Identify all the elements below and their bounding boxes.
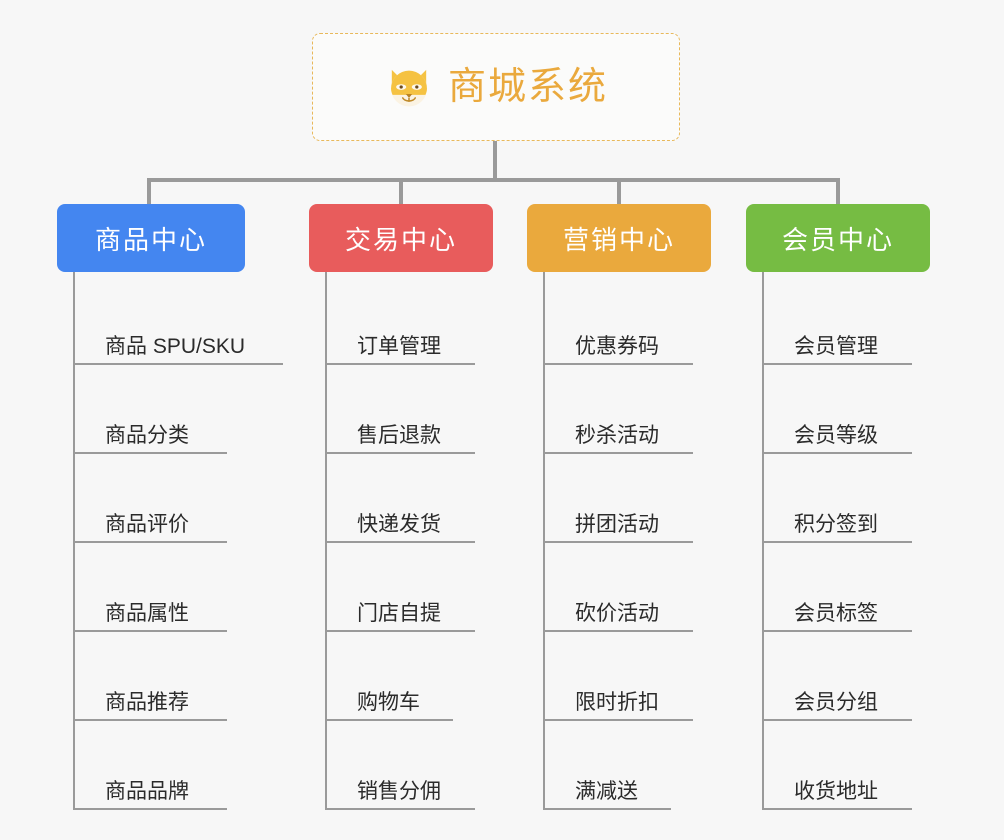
list-item[interactable]: 订单管理 [327,276,493,365]
leaf-list-2: 订单管理 售后退款 快递发货 门店自提 购物车 销售分佣 [325,272,493,810]
leaf-label: 限时折扣 [575,691,659,714]
leaf-underline [764,363,912,365]
list-item[interactable]: 售后退款 [327,365,493,454]
leaf-underline [545,363,693,365]
branch-column-1: 商品中心 商品 SPU/SKU 商品分类 商品评价 商品属性 商品推荐 商品品牌 [57,204,283,810]
leaf-underline [75,363,283,365]
list-item[interactable]: 商品评价 [75,454,245,543]
leaf-underline [545,630,693,632]
category-node-1[interactable]: 商品中心 [57,204,245,272]
leaf-underline [75,452,227,454]
leaf-underline [545,452,693,454]
list-item[interactable]: 商品品牌 [75,721,245,810]
leaf-label: 满减送 [575,780,638,803]
leaf-label: 销售分佣 [357,780,441,803]
connector-drop-2 [399,178,403,204]
leaf-underline [545,541,693,543]
list-item[interactable]: 商品分类 [75,365,245,454]
leaf-underline [545,808,671,810]
leaf-label: 订单管理 [357,335,441,358]
leaf-underline [327,452,475,454]
category-label-1: 商品中心 [94,224,207,255]
list-item[interactable]: 会员分组 [764,632,930,721]
list-item[interactable]: 快递发货 [327,454,493,543]
leaf-label: 购物车 [357,691,420,714]
branch-column-4: 会员中心 会员管理 会员等级 积分签到 会员标签 会员分组 收货地址 [746,204,930,810]
branch-column-3: 营销中心 优惠券码 秒杀活动 拼团活动 砍价活动 限时折扣 满减送 [527,204,711,810]
leaf-underline [327,363,475,365]
list-item[interactable]: 门店自提 [327,543,493,632]
connector-drop-3 [617,178,621,204]
list-item[interactable]: 购物车 [327,632,493,721]
shiba-dog-icon [384,62,434,112]
list-item[interactable]: 商品 SPU/SKU [75,276,283,365]
category-label-3: 营销中心 [562,224,675,255]
connector-root-stem [493,141,497,181]
leaf-underline [327,541,475,543]
leaf-label: 售后退款 [357,424,441,447]
list-item[interactable]: 秒杀活动 [545,365,711,454]
leaf-underline [764,630,912,632]
branch-column-2: 交易中心 订单管理 售后退款 快递发货 门店自提 购物车 销售分佣 [309,204,493,810]
leaf-label: 会员等级 [794,424,878,447]
root-node[interactable]: 商城系统 [312,33,680,141]
root-title: 商城系统 [447,66,608,108]
leaf-underline [764,719,912,721]
leaf-label: 积分签到 [794,513,878,536]
category-node-3[interactable]: 营销中心 [527,204,711,272]
list-item[interactable]: 会员等级 [764,365,930,454]
leaf-label: 门店自提 [357,602,441,625]
leaf-label: 商品属性 [105,602,189,625]
category-label-4: 会员中心 [781,224,894,255]
leaf-underline [327,808,475,810]
list-item[interactable]: 商品属性 [75,543,245,632]
leaf-underline [764,452,912,454]
list-item[interactable]: 销售分佣 [327,721,493,810]
connector-drop-1 [147,178,151,204]
leaf-label: 快递发货 [357,513,441,536]
list-item[interactable]: 满减送 [545,721,711,810]
leaf-list-3: 优惠券码 秒杀活动 拼团活动 砍价活动 限时折扣 满减送 [543,272,711,810]
leaf-underline [75,630,227,632]
list-item[interactable]: 商品推荐 [75,632,245,721]
list-item[interactable]: 积分签到 [764,454,930,543]
leaf-label: 会员管理 [794,335,878,358]
list-item[interactable]: 拼团活动 [545,454,711,543]
leaf-label: 商品 SPU/SKU [105,335,246,358]
list-item[interactable]: 限时折扣 [545,632,711,721]
leaf-label: 商品品牌 [105,780,189,803]
leaf-underline [75,808,227,810]
leaf-underline [75,719,227,721]
leaf-label: 会员分组 [794,691,878,714]
connector-horizontal-bus [147,178,840,182]
connector-drop-4 [836,178,840,204]
category-node-2[interactable]: 交易中心 [309,204,493,272]
list-item[interactable]: 砍价活动 [545,543,711,632]
leaf-label: 商品分类 [105,424,189,447]
list-item[interactable]: 会员标签 [764,543,930,632]
leaf-underline [327,630,475,632]
leaf-label: 秒杀活动 [575,424,659,447]
list-item[interactable]: 会员管理 [764,276,930,365]
leaf-label: 优惠券码 [575,335,659,358]
category-node-4[interactable]: 会员中心 [746,204,930,272]
leaf-list-4: 会员管理 会员等级 积分签到 会员标签 会员分组 收货地址 [762,272,930,810]
category-label-2: 交易中心 [344,224,457,255]
list-item[interactable]: 收货地址 [764,721,930,810]
leaf-list-1: 商品 SPU/SKU 商品分类 商品评价 商品属性 商品推荐 商品品牌 [73,272,283,810]
leaf-label: 商品推荐 [105,691,189,714]
list-item[interactable]: 优惠券码 [545,276,711,365]
leaf-underline [75,541,227,543]
leaf-label: 砍价活动 [575,602,659,625]
leaf-underline [764,541,912,543]
leaf-underline [545,719,693,721]
leaf-label: 收货地址 [794,780,878,803]
leaf-underline [327,719,453,721]
leaf-label: 会员标签 [794,602,878,625]
leaf-label: 拼团活动 [575,513,659,536]
leaf-label: 商品评价 [105,513,189,536]
leaf-underline [764,808,912,810]
